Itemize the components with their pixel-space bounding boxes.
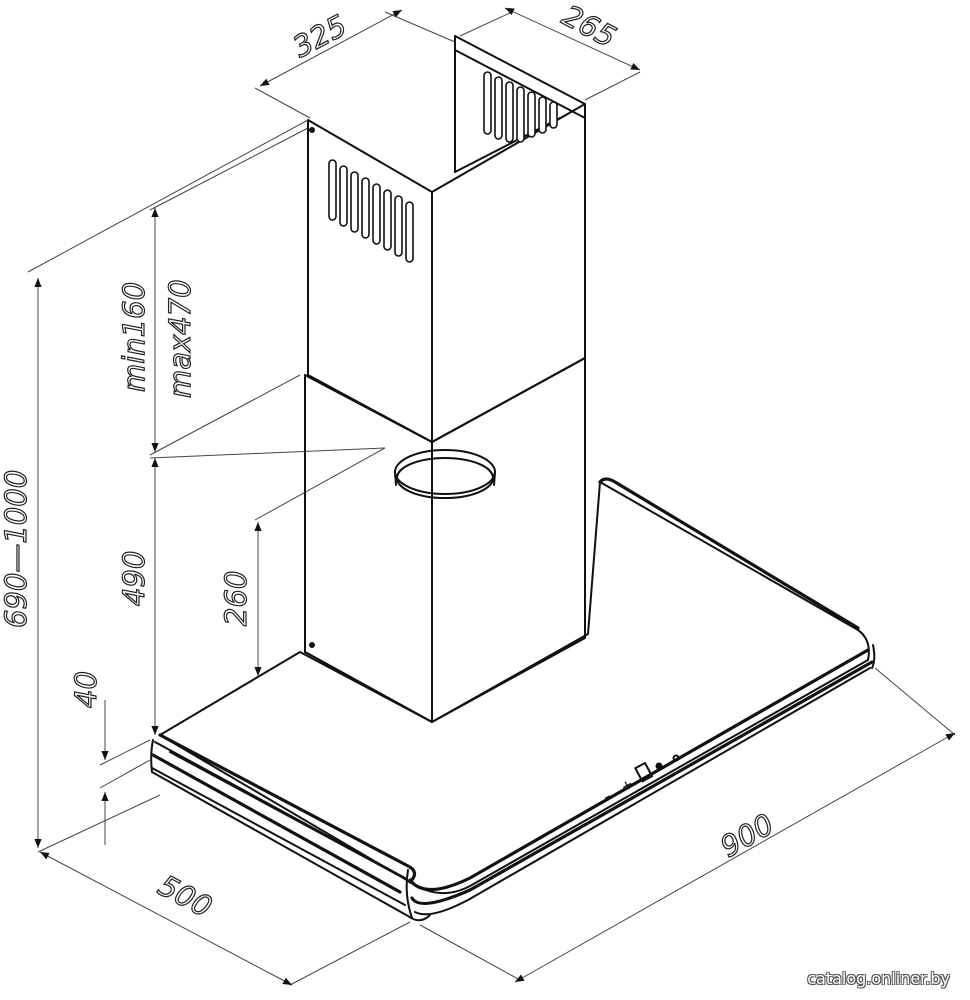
dim-lower-chimney: 490 [117,551,151,606]
dim-outlet-height: 260 [219,571,253,626]
dimension-lines [34,7,956,986]
vent-slots-back [483,71,558,143]
dim-chimney-depth: 265 [557,0,622,54]
dim-canopy-thickness: 40 [69,671,103,708]
display-icon [634,762,654,783]
canopy [150,477,876,922]
vent-slots-front [328,159,414,263]
dim-hood-depth: 500 [153,868,218,924]
dimension-labels: 325 265 min160 max470 490 260 40 690—100… [0,0,780,925]
dim-chimney-width: 325 [287,8,352,64]
light-icon [672,754,680,762]
duct-ring [394,449,496,499]
watermark: catalog.onliner.by [807,969,950,988]
dim-range-min: min160 [117,282,151,392]
dim-hood-width: 900 [715,807,780,864]
chimney-lower [304,357,586,723]
power-icon [655,762,663,770]
dim-range-max: max470 [163,279,197,398]
dim-total-height: 690—1000 [0,470,33,628]
